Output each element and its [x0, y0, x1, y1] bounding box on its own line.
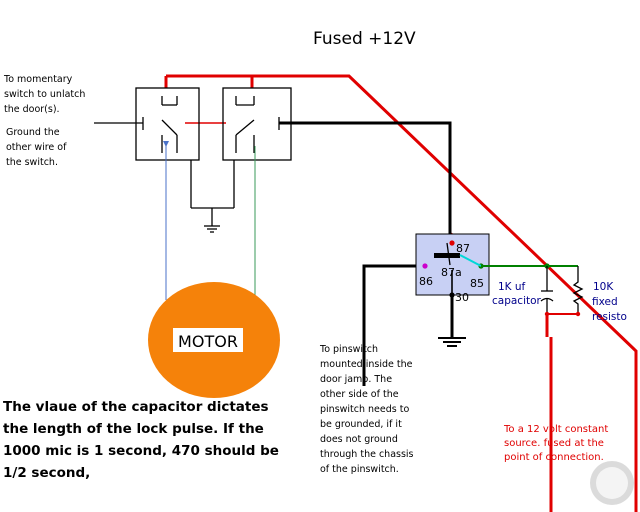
- pin-85-label: 85: [470, 277, 484, 290]
- relay-coil: [434, 253, 460, 258]
- svg-text:the length of the lock pulse.: the length of the lock pulse. If the: [3, 421, 264, 437]
- svg-text:To pinswitch: To pinswitch: [319, 344, 378, 355]
- svg-text:To momentary: To momentary: [3, 74, 73, 85]
- resistor-label-line1: 10K: [593, 281, 614, 293]
- pin-87a-label: 87a: [441, 266, 462, 279]
- pin-87-label: 87: [456, 242, 470, 255]
- svg-text:switch to unlatch: switch to unlatch: [4, 89, 85, 100]
- cyan-jumper-wire: [459, 254, 482, 267]
- arrow-icon: [163, 141, 169, 147]
- junction-icon: [575, 311, 581, 317]
- svg-text:of the pinswitch.: of the pinswitch.: [320, 464, 399, 475]
- svg-text:point of connection.: point of connection.: [504, 452, 604, 463]
- svg-text:be grounded, if it: be grounded, if it: [320, 419, 402, 430]
- motor-label: MOTOR: [178, 332, 238, 351]
- svg-text:mounted inside the: mounted inside the: [320, 359, 413, 370]
- motor-label-box: [173, 328, 243, 352]
- pin-86-icon: [422, 263, 428, 269]
- resistor-label-line2: fixed: [592, 296, 618, 308]
- pin-30-label: 30: [455, 291, 469, 304]
- capacitor-label-line2: capacitor: [492, 295, 542, 307]
- watermark-logo: [590, 461, 634, 505]
- note-momentary-switch: To momentary switch to unlatch the door(…: [3, 74, 85, 115]
- black-wires: [94, 122, 235, 226]
- capacitor-symbol: [540, 266, 554, 314]
- switch-left: [135, 87, 200, 161]
- svg-text:To a 12 volt constant: To a 12 volt constant: [503, 424, 608, 435]
- svg-text:1/2 second,: 1/2 second,: [3, 465, 90, 481]
- capacitor-label-line1: 1K uf: [498, 281, 526, 293]
- svg-text:pinswitch needs to: pinswitch needs to: [320, 404, 409, 415]
- svg-text:the switch.: the switch.: [6, 157, 58, 168]
- pin-30-icon: [449, 292, 455, 298]
- svg-text:1000 mic is 1 second, 470 shou: 1000 mic is 1 second, 470 should be: [3, 443, 279, 459]
- svg-text:door jamb. The: door jamb. The: [320, 374, 392, 385]
- note-ground-wire: Ground the other wire of the switch.: [6, 127, 67, 168]
- svg-text:Ground the: Ground the: [6, 127, 60, 138]
- resistor-label-line3: resisto: [592, 311, 627, 323]
- pin-86-label: 86: [419, 275, 433, 288]
- svg-text:through the chassis: through the chassis: [320, 449, 414, 460]
- pin-87-icon: [449, 240, 455, 246]
- relay-feed-wire: [279, 121, 454, 386]
- svg-text:other side of the: other side of the: [320, 389, 399, 400]
- svg-text:The vlaue of the capacitor dic: The vlaue of the capacitor dictates: [3, 399, 269, 415]
- diagram-title: Fused +12V: [313, 29, 416, 49]
- note-pinswitch: To pinswitch mounted inside the door jam…: [319, 344, 414, 475]
- power-wire: [164, 74, 638, 512]
- resistor-symbol: [572, 266, 584, 314]
- power-wire-links: [185, 122, 453, 244]
- svg-text:does not ground: does not ground: [320, 434, 398, 445]
- ground-icon: [204, 225, 220, 233]
- svg-text:source. fused at the: source. fused at the: [504, 438, 604, 449]
- relay-contact: [446, 242, 451, 266]
- svg-text:the door(s).: the door(s).: [4, 104, 60, 115]
- note-capacitor-pulse: The vlaue of the capacitor dictates the …: [3, 399, 279, 481]
- svg-text:other wire of: other wire of: [6, 142, 67, 153]
- note-constant-source: To a 12 volt constant source. fused at t…: [503, 424, 608, 463]
- relay-ground-icon: [438, 337, 466, 347]
